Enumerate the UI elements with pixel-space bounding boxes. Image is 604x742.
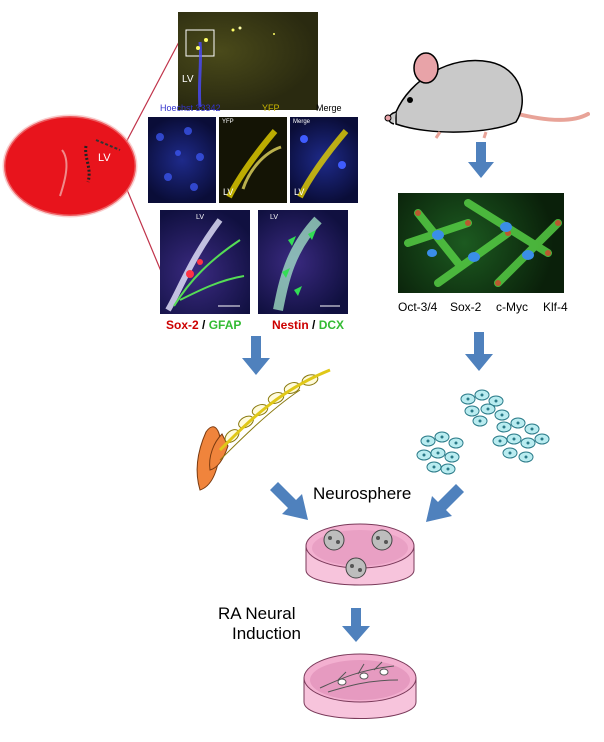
- neurosphere-label: Neurosphere: [313, 484, 412, 503]
- zoom-line-upper: [121, 39, 181, 151]
- arrow-factors-to-ips: [465, 332, 493, 371]
- neuron-dish: [303, 653, 417, 719]
- section-micrograph: LV: [178, 12, 318, 110]
- ips-cluster-left: [416, 431, 464, 475]
- ra-label-line-1: RA Neural: [218, 604, 296, 623]
- ips-cell-clusters: [416, 389, 550, 475]
- nestin-ventricle-label: LV: [270, 214, 279, 221]
- ra-label-line-2: Induction: [232, 624, 301, 643]
- arrow-ra-induction: [342, 608, 370, 642]
- neurosphere-1: [323, 529, 345, 551]
- marker-gfap: GFAP: [208, 318, 242, 332]
- factor-sox2: Sox-2: [450, 300, 482, 314]
- caption-sox2-gfap: Sox-2 / GFAP: [166, 318, 241, 332]
- panel-nestin-dcx: LV: [258, 210, 348, 314]
- sox2-ventricle-label: LV: [196, 214, 205, 221]
- merge-ventricle-label: LV: [294, 187, 305, 197]
- brain-ventricle-label: LV: [98, 152, 111, 164]
- marker-sep-2: /: [308, 318, 319, 332]
- header-merge: Merge: [316, 103, 342, 113]
- arrow-right-to-neurosphere: [426, 484, 464, 522]
- panel-yfp: YFP LV: [219, 117, 287, 203]
- marker-sox2: Sox-2: [166, 318, 199, 332]
- header-yfp: YFP: [262, 103, 280, 113]
- arrow-mouse-to-cells: [468, 142, 494, 178]
- panel-merge: Merge LV: [290, 117, 358, 203]
- neurosphere-dish: [305, 523, 415, 586]
- mouse-illustration: [384, 52, 590, 139]
- arrow-markers-to-cells: [242, 336, 270, 375]
- fibroblast-micrograph: [398, 193, 564, 293]
- section-ventricle-label: LV: [182, 74, 194, 85]
- yfp-ventricle-label: LV: [223, 187, 234, 197]
- ips-cluster-top: [460, 389, 510, 427]
- arrow-left-to-neurosphere: [270, 482, 308, 520]
- marker-nestin: Nestin: [272, 318, 309, 332]
- marker-sep-1: /: [198, 318, 209, 332]
- neural-stem-cells: [196, 368, 331, 491]
- brain-section: [4, 116, 136, 216]
- factor-cmyc: c-Myc: [496, 300, 528, 314]
- factor-klf4: Klf-4: [543, 300, 568, 314]
- marker-dcx: DCX: [318, 318, 345, 332]
- panel-hoechst: [148, 117, 216, 203]
- factor-oct34: Oct-3/4: [398, 300, 438, 314]
- neurosphere-2: [371, 529, 393, 551]
- merge-inner-label: Merge: [293, 119, 311, 125]
- caption-nestin-dcx: Nestin / DCX: [272, 318, 344, 332]
- neurosphere-3: [345, 557, 367, 579]
- panel-sox2-gfap: LV: [160, 210, 250, 314]
- ips-cluster-right: [492, 417, 550, 463]
- header-hoechst: Hoechst 33342: [160, 103, 221, 113]
- yfp-inner-label: YFP: [222, 119, 234, 125]
